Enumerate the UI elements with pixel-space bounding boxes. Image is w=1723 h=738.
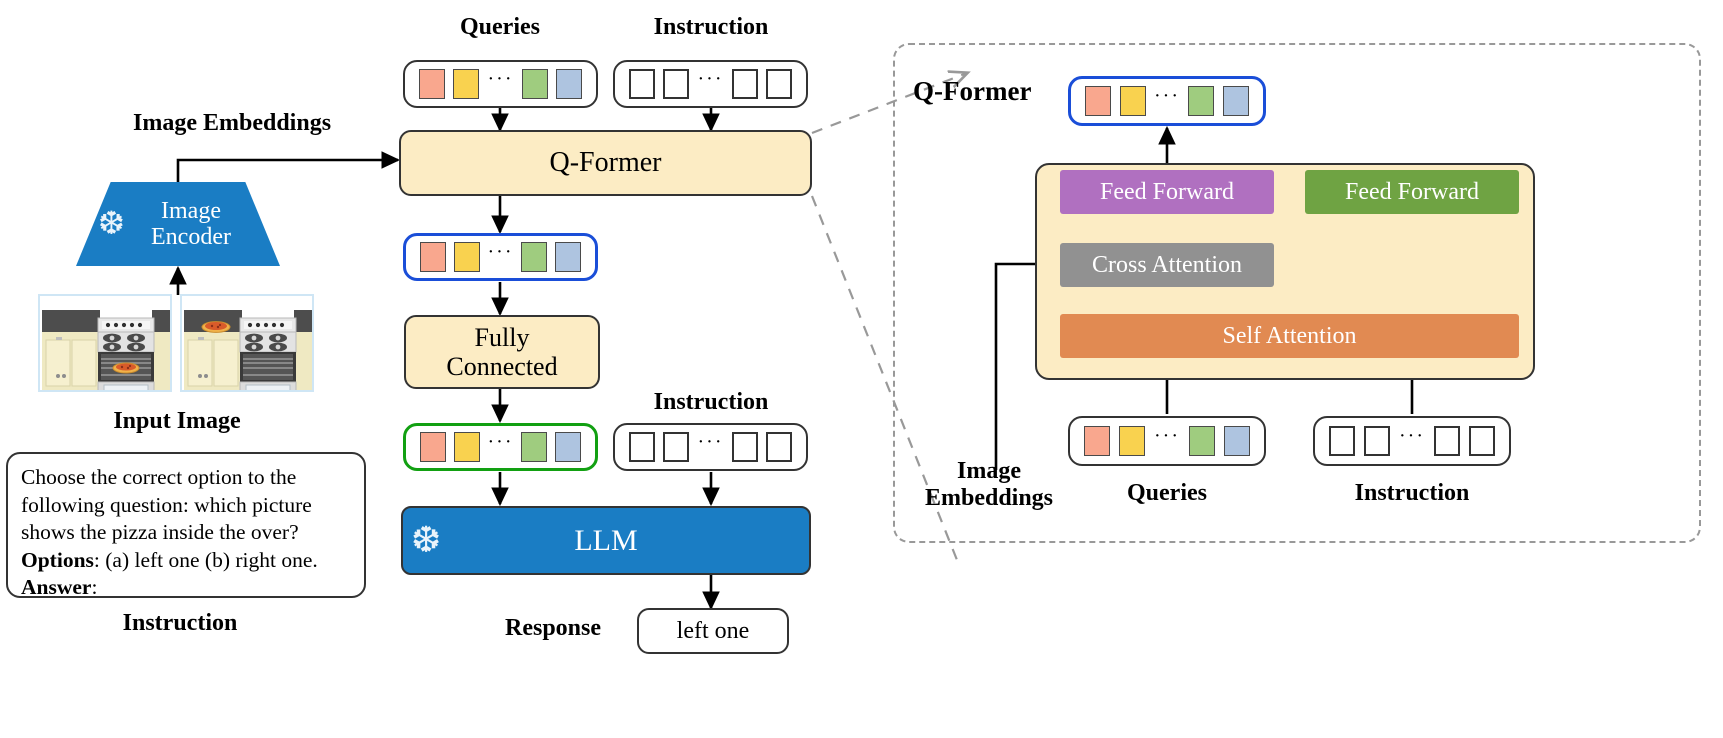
output-token-3 [521,242,548,272]
response-label: Response [505,615,602,641]
detail-output-token-1 [1085,86,1111,116]
instruction-token-strip-top: ··· [613,60,808,108]
detail-query-ellipsis: ··· [1154,425,1180,447]
instruction-bottom-token-4 [765,432,792,462]
image-encoder-block: Image Encoder [76,182,280,266]
llm-input-token-1 [420,432,446,462]
qformer-output-token-strip: ··· [403,233,598,281]
feed-forward-right-block: Feed Forward [1305,170,1519,214]
instruction-bottom-token-3 [731,432,758,462]
instruction-line-2: following question: which picture [21,492,312,517]
query-ellipsis: ··· [487,68,514,90]
detail-instruction-token-3 [1433,426,1460,456]
fully-connected-line2: Connected [446,352,558,381]
cross-attention-block: Cross Attention [1060,243,1274,287]
detail-query-token-1 [1084,426,1110,456]
instruction-ellipsis-top: ··· [697,68,724,90]
instruction-options-line: Options: (a) left one (b) right one. [21,547,351,575]
detail-instruction-token-1 [1329,426,1355,456]
self-attention-block: Self Attention [1060,314,1519,358]
instruction-label-top: Instruction [653,14,769,40]
instruction-token-3 [731,69,758,99]
feed-forward-left-block: Feed Forward [1060,170,1274,214]
image-encoder-label-line2: Encoder [151,224,231,250]
image-encoder-label-line1: Image [161,197,221,224]
detail-instruction-token-4 [1468,426,1495,456]
detail-instruction-token-2 [1364,426,1390,456]
detail-image-embeddings-label: Image Embeddings [925,458,1053,512]
qformer-detail-callout [893,43,1701,543]
instruction-token-2 [663,69,690,99]
detail-output-ellipsis: ··· [1154,85,1180,107]
input-image-right [180,294,314,392]
qformer-detail-title: Q-Former [913,76,1032,106]
instruction-answer-line: Answer: [21,574,351,602]
queries-token-strip-top: ··· [403,60,598,108]
query-token-3 [521,69,548,99]
fully-connected-line1: Fully [474,322,530,352]
detail-image-embeddings-line2: Embeddings [924,485,1054,511]
stove-right-illustration [182,296,312,390]
detail-output-token-4 [1222,86,1249,116]
fully-connected-block: Fully Connected [404,315,600,389]
stove-left-illustration [40,296,170,390]
detail-query-token-4 [1223,426,1250,456]
query-token-4 [555,69,582,99]
image-encoder-label: Image Encoder [151,198,231,251]
queries-label-top: Queries [460,14,540,40]
instruction-label-bottom: Instruction [653,389,769,415]
instruction-options-key: Options [21,547,94,572]
llm-input-token-2 [453,432,480,462]
detail-image-embeddings-line1: Image [957,458,1021,484]
detail-output-token-3 [1188,86,1215,116]
instruction-bottom-token-2 [663,432,690,462]
input-image-left [38,294,172,392]
output-token-1 [420,242,446,272]
instruction-options-value: : (a) left one (b) right one. [93,547,318,572]
llm-input-token-3 [521,432,548,462]
query-token-2 [453,69,480,99]
detail-instruction-label: Instruction [1354,480,1470,506]
instruction-token-strip-bottom: ··· [613,423,808,471]
instruction-token-4 [765,69,792,99]
instruction-bottom-token-1 [629,432,655,462]
detail-instruction-ellipsis: ··· [1399,425,1425,447]
image-embeddings-label: Image Embeddings [133,110,332,136]
snowflake-icon-llm: ❆ [411,520,442,560]
output-token-2 [453,242,480,272]
instruction-prompt-box: Choose the correct option to the followi… [6,452,366,599]
output-ellipsis: ··· [487,241,514,263]
instruction-line-1: Choose the correct option to the [21,465,297,489]
detail-queries-label: Queries [1127,480,1207,506]
instruction-token-1 [629,69,655,99]
response-value-box: left one [637,608,789,654]
llm-block: LLM [401,506,811,575]
input-image-label: Input Image [113,408,241,434]
detail-query-token-3 [1188,426,1215,456]
instruction-answer-value: : [91,575,98,600]
snowflake-icon-encoder: ❆ [98,205,125,241]
llm-input-token-strip: ··· [403,423,598,471]
qformer-block: Q-Former [399,130,812,196]
output-token-4 [554,242,581,272]
llm-input-ellipsis: ··· [487,431,514,453]
detail-instruction-token-strip: ··· [1313,416,1511,466]
query-token-1 [419,69,445,99]
instruction-box-label: Instruction [122,610,238,636]
detail-output-token-2 [1119,86,1146,116]
detail-queries-token-strip: ··· [1068,416,1266,466]
detail-query-token-2 [1119,426,1145,456]
instruction-answer-key: Answer [21,575,92,600]
detail-output-token-strip: ··· [1068,76,1266,126]
llm-input-token-4 [554,432,581,462]
instruction-line-3: shows the pizza inside the over? [21,520,299,545]
instruction-ellipsis-bottom: ··· [697,431,724,453]
